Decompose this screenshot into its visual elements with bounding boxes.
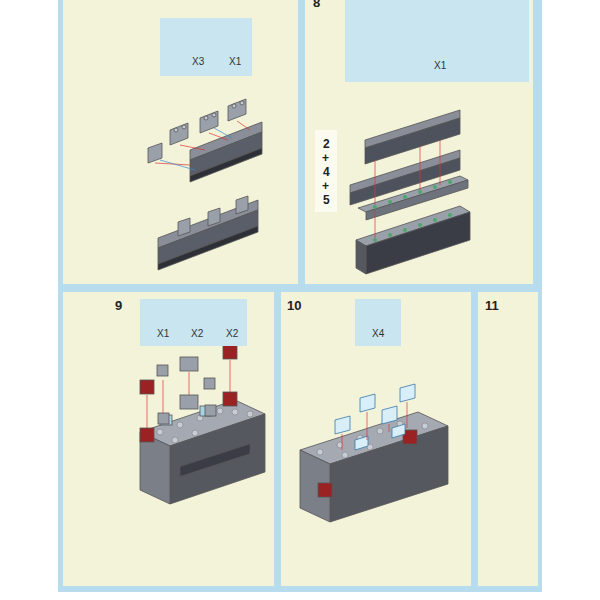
part-quantity: X1 xyxy=(434,61,446,71)
part-quantity: X3 xyxy=(192,57,204,67)
parts-callout-box: X1 X2 X2 xyxy=(140,299,247,346)
parts-callout-box: X4 xyxy=(355,299,401,346)
part-quantity: X4 xyxy=(372,329,384,339)
part-quantity: X2 xyxy=(226,329,238,339)
step-number: 10 xyxy=(287,299,301,312)
step-number: 11 xyxy=(485,299,499,312)
part-quantity: X1 xyxy=(229,57,241,67)
step-reference: + xyxy=(322,180,329,192)
part-quantity: X2 xyxy=(191,329,203,339)
step-number: 9 xyxy=(115,299,122,312)
parts-callout-box: X3 X1 xyxy=(160,18,252,76)
step-reference: 4 xyxy=(323,166,330,178)
step-reference: 2 xyxy=(323,138,330,150)
parts-callout-box: X1 xyxy=(345,0,529,82)
step-reference: 5 xyxy=(323,194,330,206)
step-number: 8 xyxy=(313,0,320,9)
step-reference: + xyxy=(322,152,329,164)
part-quantity: X1 xyxy=(157,329,169,339)
